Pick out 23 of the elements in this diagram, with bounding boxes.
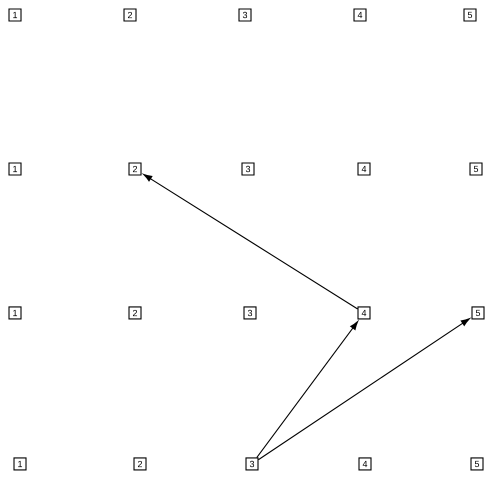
number-box: 1 [13, 457, 27, 471]
number-box: 3 [245, 457, 259, 471]
arrow [143, 174, 358, 310]
number-box: 1 [8, 306, 22, 320]
number-box: 2 [123, 8, 137, 22]
arrow [258, 318, 470, 460]
number-box: 5 [471, 306, 485, 320]
number-box: 3 [241, 162, 255, 176]
number-box: 4 [357, 162, 371, 176]
arrow [256, 321, 358, 458]
number-box: 4 [357, 306, 371, 320]
number-box: 3 [243, 306, 257, 320]
number-box: 4 [353, 8, 367, 22]
number-box: 4 [358, 457, 372, 471]
number-box: 1 [8, 162, 22, 176]
number-box: 5 [463, 8, 477, 22]
number-box: 2 [128, 306, 142, 320]
number-box: 1 [8, 8, 22, 22]
number-box: 5 [469, 162, 483, 176]
number-box: 5 [470, 457, 484, 471]
number-box: 3 [238, 8, 252, 22]
number-box: 2 [128, 162, 142, 176]
number-box: 2 [133, 457, 147, 471]
